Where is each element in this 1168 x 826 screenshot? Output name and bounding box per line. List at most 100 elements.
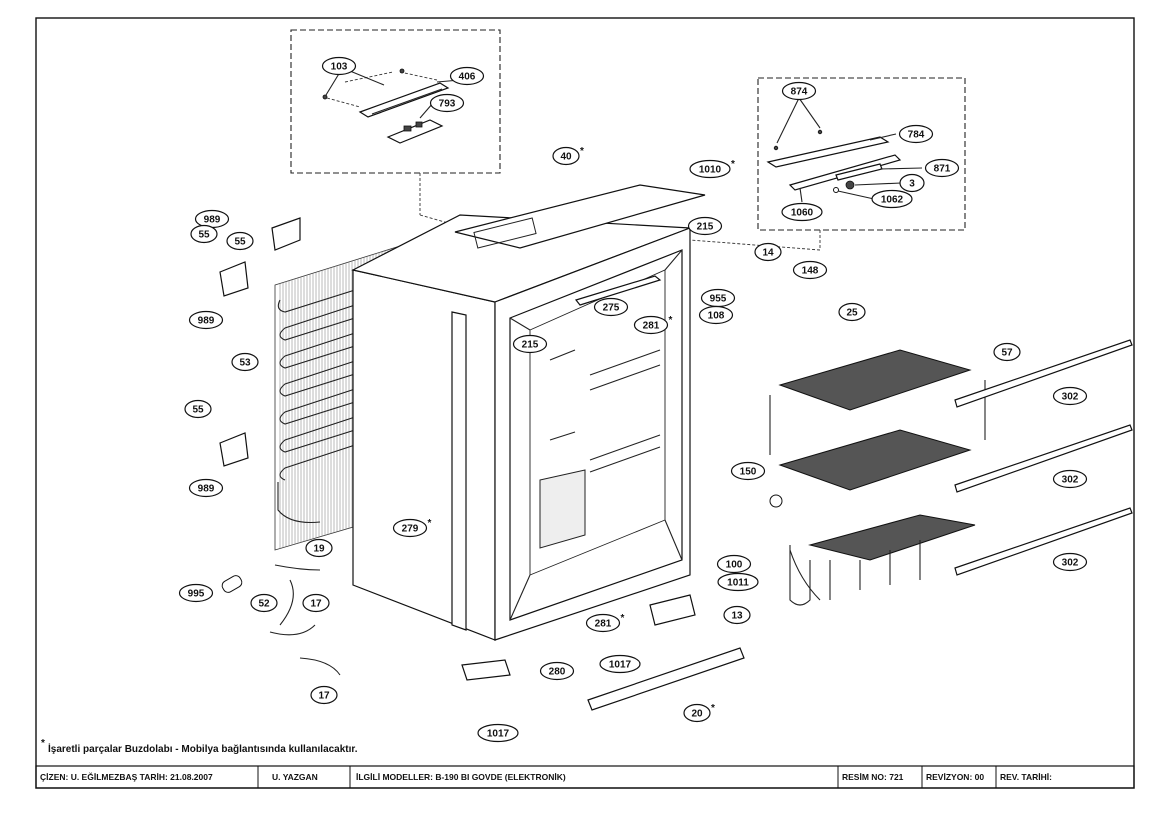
drawn-by: ÇİZEN: U. EĞİLMEZBAŞ TARİH: 21.08.2007 — [40, 771, 213, 782]
callout-20: 20* — [683, 703, 715, 723]
callout-label: 40 — [560, 152, 572, 163]
callout-bubble — [717, 572, 759, 592]
callout-star: * — [428, 518, 432, 529]
callout-star: * — [621, 613, 625, 624]
callout-406: 406 — [449, 66, 485, 86]
footnote-star: * — [41, 738, 45, 749]
callout-label: 995 — [188, 589, 205, 600]
callout-215: 215 — [512, 334, 548, 354]
callout-281: 281 * — [633, 315, 673, 335]
callout-bubble — [190, 224, 218, 244]
callout-label: 52 — [258, 599, 270, 610]
callout-bubble — [188, 478, 224, 498]
shelf-rails — [954, 339, 1133, 576]
detail-box-top-right — [757, 77, 966, 231]
callout-bubble — [449, 66, 485, 86]
callout-57: 57 — [993, 342, 1021, 362]
callout-bubble — [305, 538, 333, 558]
drawing-number: RESİM NO: 721 — [842, 772, 904, 782]
callout-bubble — [552, 146, 580, 166]
callout-215: 215 — [687, 216, 723, 236]
callout-784: 784 — [898, 124, 934, 144]
callout-label: 215 — [697, 222, 714, 233]
leader-dash — [689, 239, 821, 251]
callout-bubble — [184, 399, 212, 419]
callout-bubble — [226, 231, 254, 251]
callout-bubble — [781, 81, 817, 101]
callout-bubble — [1052, 552, 1088, 572]
callout-bubble — [792, 260, 828, 280]
callout-bubble — [1052, 469, 1088, 489]
related-models: İLGİLİ MODELLER: B-190 BI GOVDE (ELEKTRO… — [356, 772, 566, 782]
callout-label: 302 — [1062, 558, 1079, 569]
callout-label: 55 — [198, 230, 210, 241]
callout-874: 874 — [781, 81, 817, 101]
callout-17: 17 — [310, 685, 338, 705]
callout-bubble — [898, 124, 934, 144]
callout-star: * — [669, 315, 673, 326]
callout-label: 784 — [908, 130, 925, 141]
footnote-text: İşaretli parçalar Buzdolabı - Mobilya ba… — [48, 742, 358, 755]
callout-279: 279* — [392, 518, 432, 538]
callout-55: 55 — [190, 224, 218, 244]
callout-1060: 1060 — [781, 202, 823, 222]
callout-label: 302 — [1062, 475, 1079, 486]
revision-number: REVİZYON: 00 — [926, 772, 984, 782]
callout-star: * — [731, 159, 735, 170]
callout-bubble — [321, 56, 357, 76]
callout-label: 1062 — [881, 195, 904, 206]
callout-bubble — [723, 605, 751, 625]
callout-302: 302 — [1052, 469, 1088, 489]
callout-3: 3 — [899, 173, 925, 193]
callout-bubble — [477, 723, 519, 743]
callout-label: 108 — [708, 311, 725, 322]
callout-302: 302 — [1052, 386, 1088, 406]
callout-label: 53 — [239, 358, 251, 369]
callout-label: 281 — [595, 619, 612, 630]
callout-label: 3 — [909, 179, 915, 190]
cabinet-body — [351, 184, 706, 641]
callout-bubble — [993, 342, 1021, 362]
callout-55: 55 — [184, 399, 212, 419]
callout-label: 281 — [643, 321, 660, 332]
callout-53: 53 — [231, 352, 259, 372]
callout-100: 100 — [716, 554, 752, 574]
callout-bubble — [599, 654, 641, 674]
callout-label: 989 — [204, 215, 221, 226]
callout-label: 13 — [731, 611, 743, 622]
callout-bubble — [871, 189, 913, 209]
callout-bubble — [730, 461, 766, 481]
callout-bubble — [683, 703, 711, 723]
callout-55: 55 — [226, 231, 254, 251]
callout-989: 989 — [188, 310, 224, 330]
callout-label: 150 — [740, 467, 757, 478]
callout-103: 103 — [321, 56, 357, 76]
callout-bubble — [754, 242, 782, 262]
callout-bubble — [716, 554, 752, 574]
callout-bubble — [178, 583, 214, 603]
callout-17: 17 — [302, 593, 330, 613]
callout-label: 1010 — [699, 165, 722, 176]
callout-label: 17 — [310, 599, 322, 610]
title-block: ÇİZEN: U. EĞİLMEZBAŞ TARİH: 21.08.2007 U… — [35, 765, 1135, 789]
callout-bubble — [250, 593, 278, 613]
callout-bubble — [687, 216, 723, 236]
callout-label: 275 — [603, 303, 620, 314]
callout-955: 955 — [700, 288, 736, 308]
callout-label: 302 — [1062, 392, 1079, 403]
callout-bubble — [924, 158, 960, 178]
callout-25: 25 — [838, 302, 866, 322]
callout-label: 989 — [198, 484, 215, 495]
callout-label: 1017 — [609, 660, 632, 671]
callout-bubble — [302, 593, 330, 613]
callout-bubble — [838, 302, 866, 322]
callout-1011: 1011 — [717, 572, 759, 592]
callout-13: 13 — [723, 605, 751, 625]
callout-1017: 1017 — [599, 654, 641, 674]
callout-label: 1017 — [487, 729, 510, 740]
callout-label: 1011 — [727, 578, 749, 589]
callout-bubble — [781, 202, 823, 222]
callout-label: 793 — [439, 99, 456, 110]
callout-108: 108 — [698, 305, 734, 325]
wire-shelves — [769, 349, 986, 606]
